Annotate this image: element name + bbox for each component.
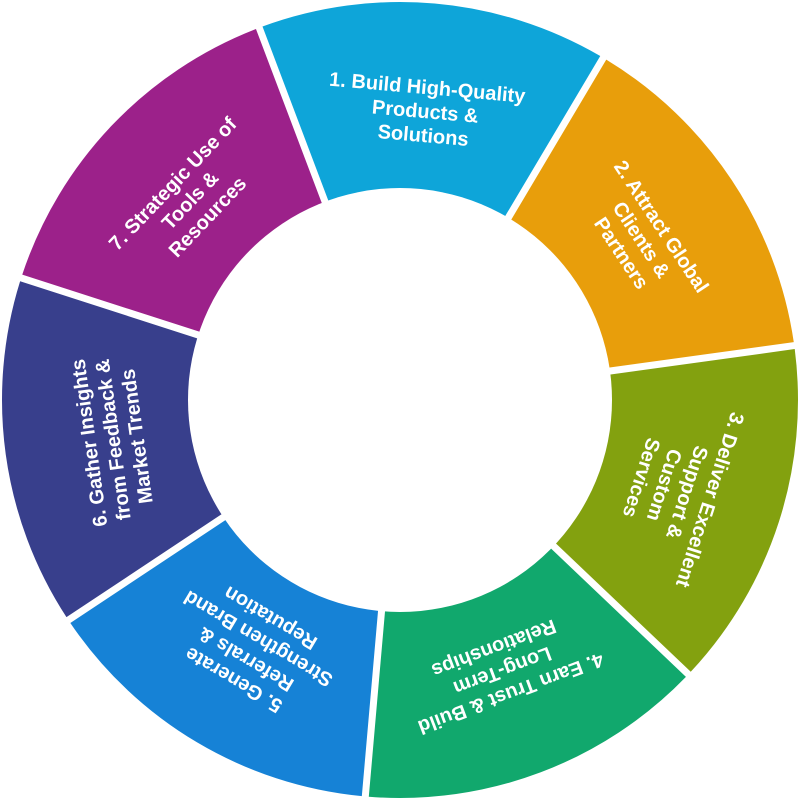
segment-6: 6. Gather Insightsfrom Feedback &Market …: [1, 281, 239, 618]
center-circle: [188, 188, 612, 612]
segment-shape-1: [262, 1, 601, 234]
segment-1: 1. Build High-QualityProducts &Solutions: [262, 1, 601, 234]
segment-shape-6: [1, 281, 239, 618]
